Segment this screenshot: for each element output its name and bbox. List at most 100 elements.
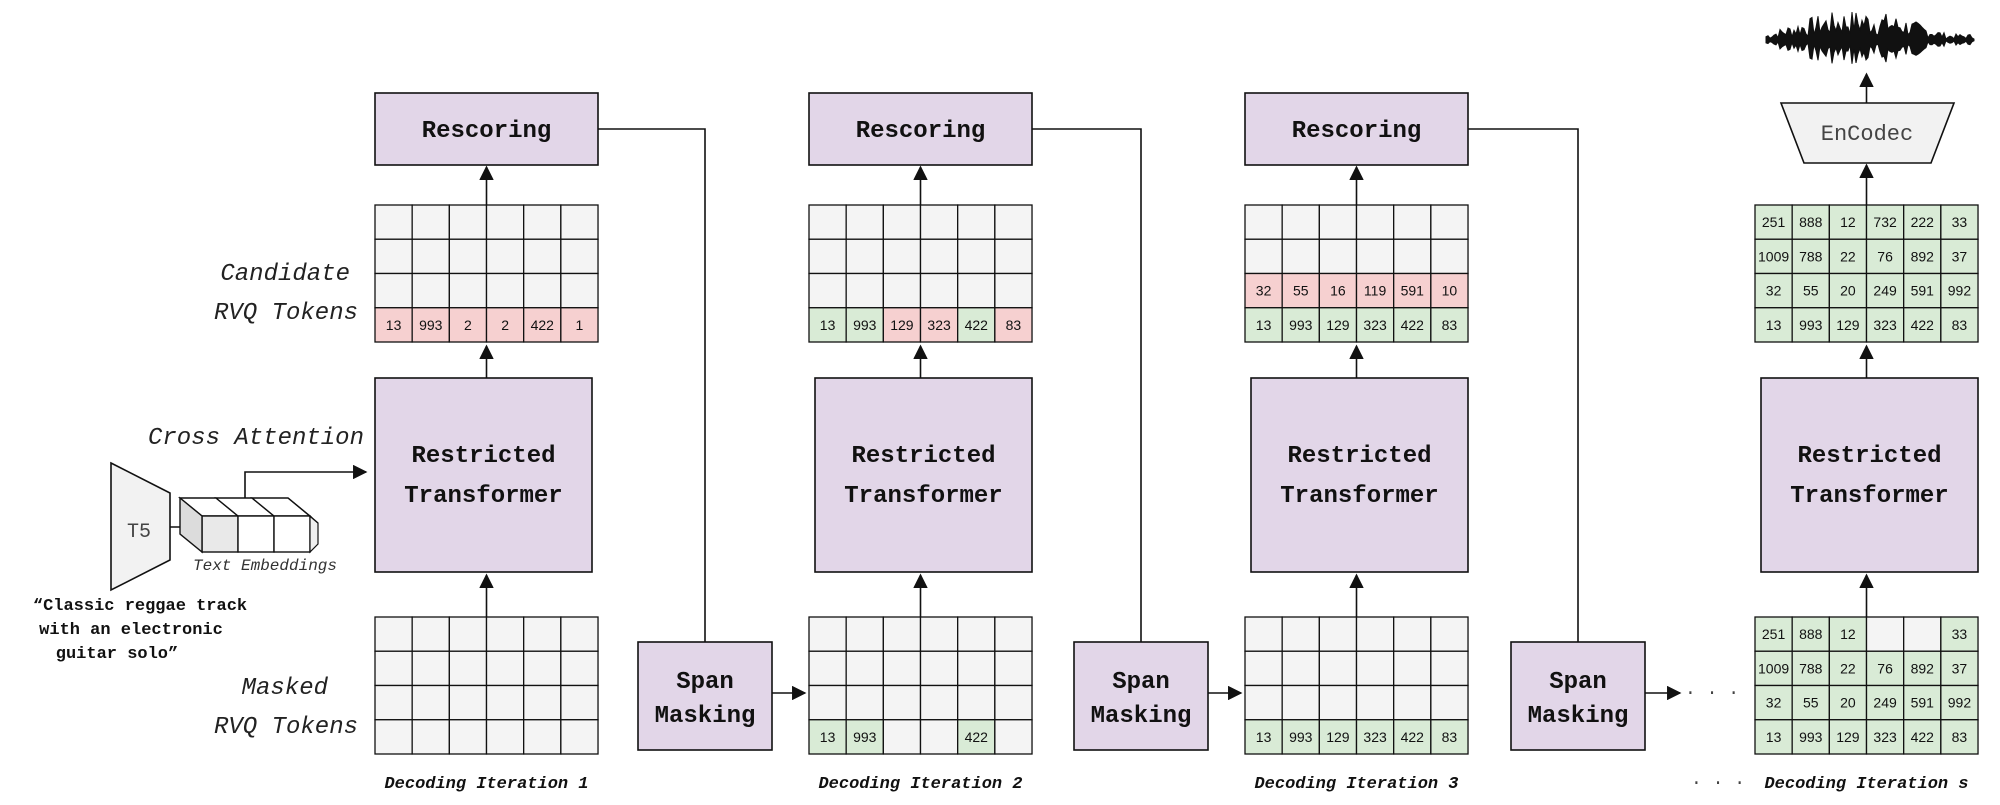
masked-label-line1: Masked [242, 675, 329, 702]
token-value: 732 [1873, 214, 1897, 230]
token-cell [448, 272, 488, 309]
token-cell [1355, 204, 1395, 240]
transformer-label-line2: Transformer [1280, 483, 1438, 510]
token-cell [374, 238, 413, 275]
token-cell [1430, 204, 1469, 240]
token-cell [808, 272, 847, 309]
token-cell [1903, 650, 1942, 687]
cross-attention-label: Cross Attention [148, 425, 364, 452]
token-value: 222 [1911, 214, 1935, 230]
token-cell [1318, 719, 1358, 755]
span-masking-box [637, 641, 773, 751]
token-value: 32 [1766, 695, 1782, 711]
token-value: 323 [927, 317, 951, 333]
token-cell [1355, 307, 1395, 343]
token-cell [1430, 719, 1469, 755]
token-cell [919, 719, 959, 755]
token-cell [411, 650, 450, 687]
token-value: 422 [965, 729, 989, 745]
span-masking-2: Span Masking [1073, 641, 1209, 751]
token-cell [560, 238, 599, 275]
token-cell [1355, 684, 1395, 721]
token-value: 13 [1256, 317, 1272, 333]
token-cell [994, 650, 1033, 687]
token-cell [374, 684, 413, 721]
token-cell [1281, 616, 1320, 652]
token-value: 993 [853, 317, 877, 333]
token-value: 422 [1401, 317, 1425, 333]
rescoring-box [374, 92, 599, 166]
token-cell [994, 272, 1033, 309]
token-value: 992 [1948, 695, 1972, 711]
token-value: 591 [1911, 283, 1935, 299]
span-masking-3: Span Masking [1510, 641, 1646, 751]
restricted-transformer-box [374, 377, 593, 573]
token-cell [957, 204, 996, 240]
token-value: 129 [890, 317, 914, 333]
token-cell [560, 307, 599, 343]
encodec-trapezoid [1779, 102, 1956, 164]
token-cell [919, 650, 959, 687]
token-cell [994, 719, 1033, 755]
token-cell [1244, 719, 1283, 755]
token-cell [1318, 204, 1358, 240]
token-cell [1828, 307, 1868, 343]
token-cell [1754, 684, 1793, 721]
token-cell [374, 650, 413, 687]
token-cell [1828, 684, 1868, 721]
token-cell [1281, 650, 1320, 687]
prompt-line-3: guitar solo” [56, 645, 178, 664]
token-value: 323 [1873, 729, 1897, 745]
token-cell [1281, 307, 1320, 343]
t5-label: T5 [127, 521, 151, 544]
token-cell [523, 238, 562, 275]
token-cell [411, 616, 450, 652]
token-cell [808, 204, 847, 240]
iteration-label: Decoding Iteration s [1764, 775, 1968, 794]
span-masking-box [1073, 641, 1209, 751]
token-cell [411, 272, 450, 309]
token-value: 422 [531, 317, 555, 333]
token-value: 13 [1256, 729, 1272, 745]
token-cell [1318, 684, 1358, 721]
token-cell [845, 650, 884, 687]
token-cell [1355, 719, 1395, 755]
token-cell [808, 650, 847, 687]
token-cell [1430, 238, 1469, 275]
token-cell [994, 204, 1033, 240]
token-cell [1355, 616, 1395, 652]
token-cell [1828, 272, 1868, 309]
token-value: 2 [501, 317, 509, 333]
restricted-transformer-box [1250, 377, 1469, 573]
token-value: 12 [1840, 626, 1856, 642]
token-value: 32 [1256, 283, 1272, 299]
token-value: 323 [1873, 317, 1897, 333]
token-value: 591 [1911, 695, 1935, 711]
candidate-label-line2: RVQ Tokens [214, 300, 358, 327]
rescoring-label: Rescoring [422, 118, 552, 145]
token-value: 993 [853, 729, 877, 745]
prompt-line-2: with an electronic [39, 621, 223, 640]
token-value: 83 [1442, 317, 1458, 333]
span-masking-box [1510, 641, 1646, 751]
text-embeddings-block [178, 496, 319, 554]
token-value: 129 [1836, 729, 1860, 745]
masked-token-grid [374, 616, 599, 755]
transformer-label-line1: Restricted [851, 443, 995, 470]
token-cell [1281, 204, 1320, 240]
restricted-transformer-box [814, 377, 1033, 573]
token-cell [1244, 204, 1283, 240]
token-cell [1430, 272, 1469, 309]
token-value: 788 [1799, 660, 1823, 676]
token-value: 993 [1799, 317, 1823, 333]
token-cell [411, 307, 450, 343]
token-cell [1355, 238, 1395, 275]
audio-waveform [1765, 11, 1975, 64]
token-cell [1754, 719, 1793, 755]
